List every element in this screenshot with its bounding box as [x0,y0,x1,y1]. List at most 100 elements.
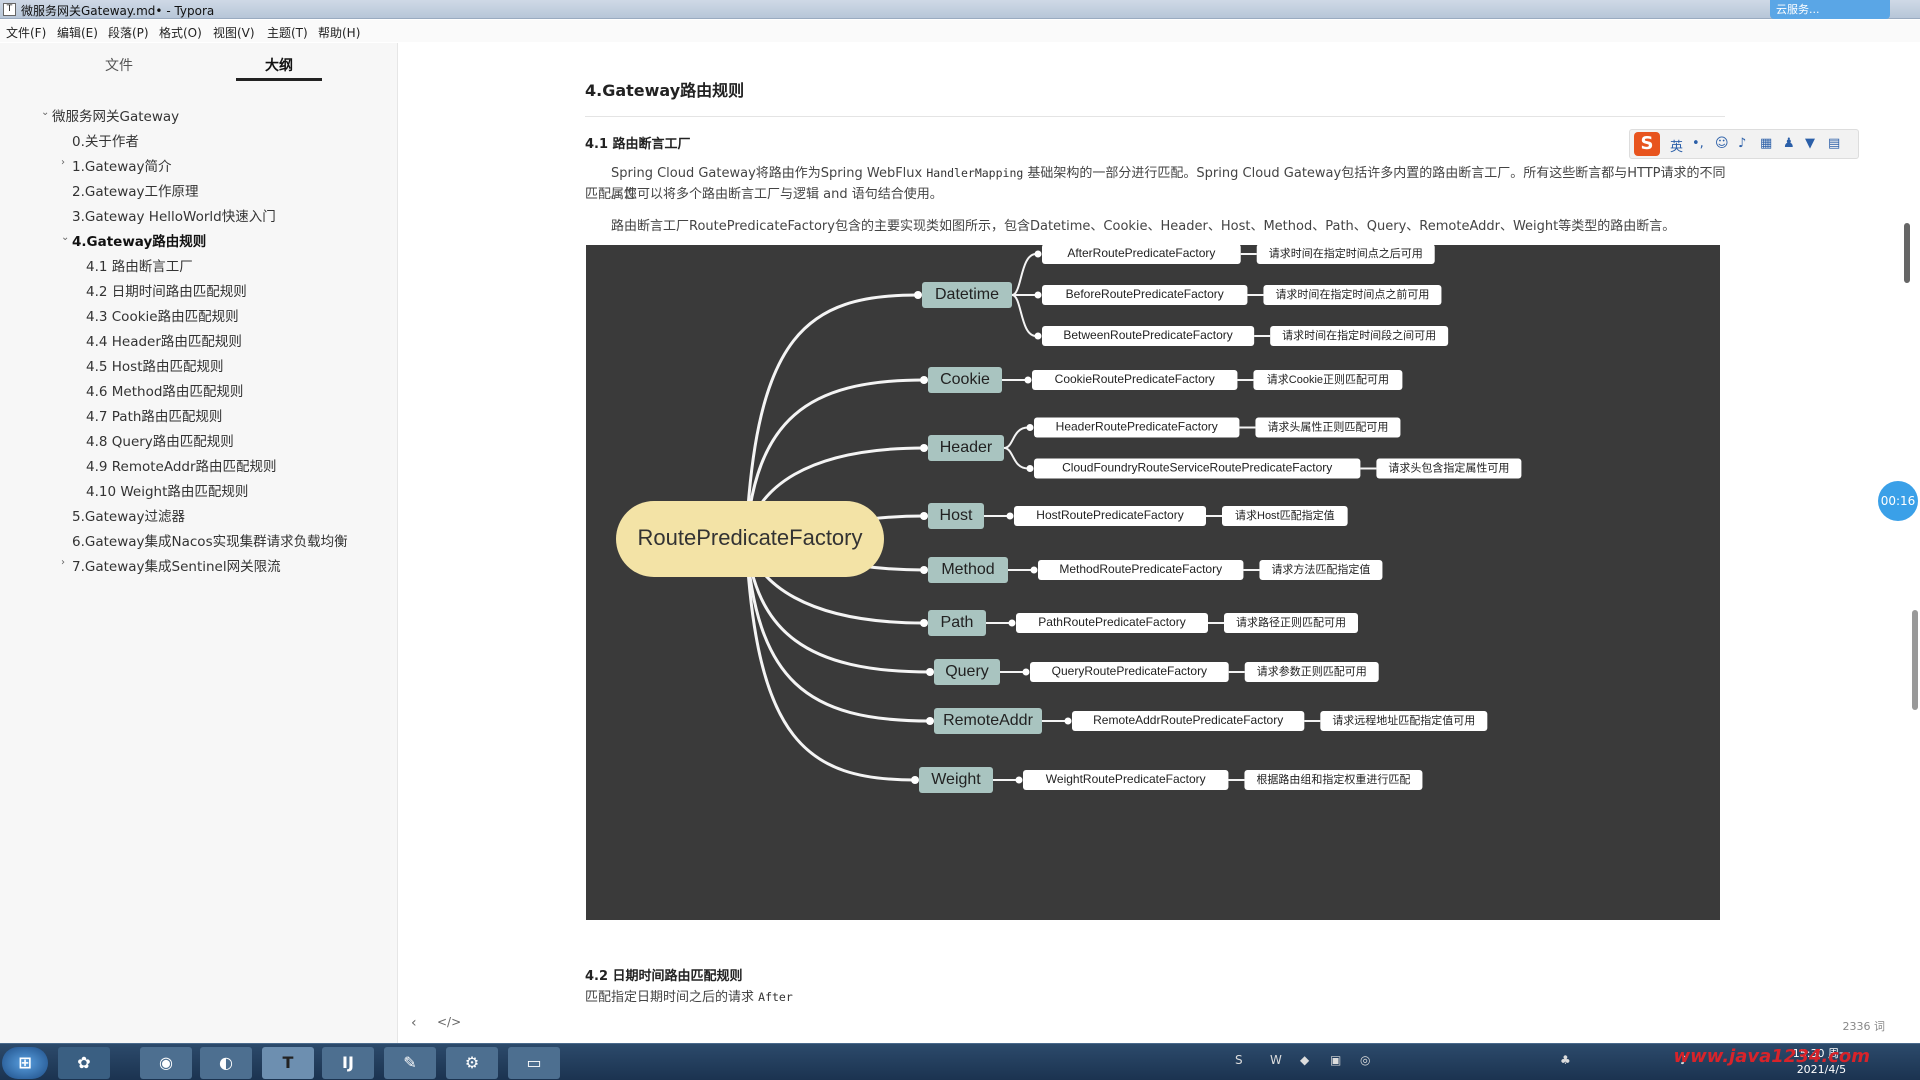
mindmap-desc-label: 请求时间在指定时间点之前可用 [1275,287,1429,301]
chrome-icon[interactable]: ◉ [140,1047,192,1079]
tray-wechat-icon[interactable]: ◎ [1360,1053,1371,1067]
tab-outline[interactable]: 大纲 [265,58,293,74]
outline-item[interactable]: 4.6 Method路由匹配规则 [86,384,244,400]
menu-format[interactable]: 格式(O) [159,26,202,40]
outline-item[interactable]: 4.9 RemoteAddr路由匹配规则 [86,459,277,475]
sogou-logo-icon: S [1634,132,1660,156]
outline-item[interactable]: 4.8 Query路由匹配规则 [86,434,234,450]
outline-caret-icon[interactable]: › [61,157,65,168]
ime-toolbar[interactable]: S 英 •, ☺ ♪ ▦ ♟ ▼ ▤ [1629,129,1859,159]
mindmap-desc-node [1256,245,1435,264]
outline-item[interactable]: 4.3 Cookie路由匹配规则 [86,309,239,325]
keyboard-icon[interactable]: ▦ [1760,136,1773,151]
mindmap-branch-node [919,767,993,793]
outline-item[interactable]: 4.4 Header路由匹配规则 [86,334,242,350]
mindmap-branch-node [928,367,1002,393]
outline-item[interactable]: 3.Gateway HelloWorld快速入门 [72,209,276,225]
outline-item[interactable]: 微服务网关Gateway [52,109,180,125]
microphone-icon[interactable]: ♪ [1738,136,1747,151]
grid-menu-icon[interactable]: ▤ [1828,136,1841,151]
editor-scrollbar[interactable] [1912,610,1918,710]
outline-item[interactable]: 6.Gateway集成Nacos实现集群请求负载均衡 [72,534,348,550]
mindmap-branch-dot [920,566,928,574]
menu-edit[interactable]: 编辑(E) [57,26,98,40]
mindmap-leaf-connector [1003,447,1029,470]
emoji-icon[interactable]: ☺ [1715,136,1729,151]
cloud-service-badge[interactable]: 云服务... [1770,0,1890,19]
mindmap-class-label: HeaderRoutePredicateFactory [1056,420,1218,434]
mindmap-branch-node [928,610,986,636]
mindmap-branch-curve [744,293,919,540]
watermark-text: www.java1234.com [1673,1046,1871,1067]
tray-sogou-icon[interactable]: S [1235,1053,1243,1067]
start-orb-icon[interactable]: ⊞ [2,1047,48,1079]
outline-item[interactable]: 5.Gateway过滤器 [72,509,186,525]
outline-item[interactable]: 7.Gateway集成Sentinel网关限流 [72,559,281,575]
menu-paragraph[interactable]: 段落(P) [108,26,149,40]
mindmap-branch-label: Weight [931,771,981,788]
menu-theme[interactable]: 主题(T) [267,26,308,40]
menu-help[interactable]: 帮助(H) [318,26,361,40]
mindmap-leaf-dot [1026,465,1034,472]
intellij-icon[interactable]: IJ [322,1047,374,1079]
outline-item[interactable]: 4.Gateway路由规则 [72,234,207,250]
word-count[interactable]: 2336 词 [1842,1020,1886,1033]
tray-network-icon[interactable]: ▣ [1330,1053,1342,1067]
outline-caret-icon[interactable]: ⌄ [61,232,70,243]
explorer-folder-icon[interactable]: ▭ [508,1047,560,1079]
mindmap-desc-label: 请求Host匹配指定值 [1235,508,1335,522]
outline-item[interactable]: 1.Gateway简介 [72,159,172,175]
outline-caret-icon[interactable]: ⌄ [41,107,50,118]
browser-icon[interactable]: ◐ [200,1047,252,1079]
menu-view[interactable]: 视图(V) [213,26,255,40]
outline-item[interactable]: 4.2 日期时间路由匹配规则 [86,284,247,300]
outline-item[interactable]: 4.1 路由断言工厂 [86,259,193,275]
outline-item[interactable]: 0.关于作者 [72,134,139,150]
mindmap-class-node [1016,613,1208,633]
recording-timer[interactable]: 00:16 [1878,481,1918,521]
mindmap-class-label: CloudFoundryRouteServiceRoutePredicateFa… [1062,461,1332,475]
outline-scrollbar[interactable] [1904,223,1910,283]
heading-gateway-routing: 4.Gateway路由规则 [585,81,745,100]
mindmap-root-label: RoutePredicateFactory [638,525,863,550]
mindmap-branch-label: Datetime [935,286,999,303]
toggle-sidebar-icon[interactable]: ‹ [411,1015,417,1031]
tray-shield-icon[interactable]: ◆ [1300,1053,1310,1067]
typora-taskbar-icon[interactable]: T [262,1047,314,1079]
tray-volume-icon[interactable]: ♪ [1680,1053,1688,1067]
outline-caret-icon[interactable]: › [61,557,65,568]
tray-wps-icon[interactable]: W [1270,1053,1282,1067]
mindmap-leaf-connector [1011,294,1037,337]
editor-area[interactable]: 4.Gateway路由规则 4.1 路由断言工厂 S 英 •, ☺ ♪ ▦ ♟ … [399,43,1920,1043]
skin-icon[interactable]: ▼ [1805,136,1815,151]
ime-lang-toggle[interactable]: 英 [1670,140,1684,155]
heading-route-predicate: 4.1 路由断言工厂 [585,137,691,152]
tray-qq-icon[interactable]: ♣ [1560,1053,1571,1067]
compass-icon[interactable]: ✎ [384,1047,436,1079]
mindmap-branch-label: Method [941,561,994,578]
pinwheel-app-icon[interactable]: ✿ [58,1047,110,1079]
outline-item[interactable]: 4.7 Path路由匹配规则 [86,409,223,425]
outline-item[interactable]: 4.5 Host路由匹配规则 [86,359,224,375]
settings-icon[interactable]: ⚙ [446,1047,498,1079]
mindmap-leaf-dot [1034,291,1042,299]
source-code-mode-icon[interactable]: </> [437,1015,462,1029]
clock-date: 2021/4/5 [1796,1063,1847,1076]
mindmap-class-label: MethodRoutePredicateFactory [1059,562,1222,576]
mindmap-desc-node [1320,711,1488,731]
punctuation-icon[interactable]: •, [1692,136,1704,151]
mindmap-leaf-dot [1024,376,1032,384]
outline-item[interactable]: 4.10 Weight路由匹配规则 [86,484,249,500]
heading-datetime-rules: 4.2 日期时间路由匹配规则 [585,969,743,984]
user-icon[interactable]: ♟ [1783,136,1795,151]
tab-files[interactable]: 文件 [105,58,133,74]
system-clock[interactable]: 15:30 周一 2021/4/5 [1793,1046,1850,1078]
mindmap-desc-node [1376,458,1522,479]
outline-item[interactable]: 2.Gateway工作原理 [72,184,199,200]
menu-file[interactable]: 文件(F) [6,26,47,40]
datetime-text: 匹配指定日期时间之后的请求 [585,990,759,1005]
mindmap-branch-label: Path [941,614,974,631]
mindmap-class-node [1034,417,1240,438]
